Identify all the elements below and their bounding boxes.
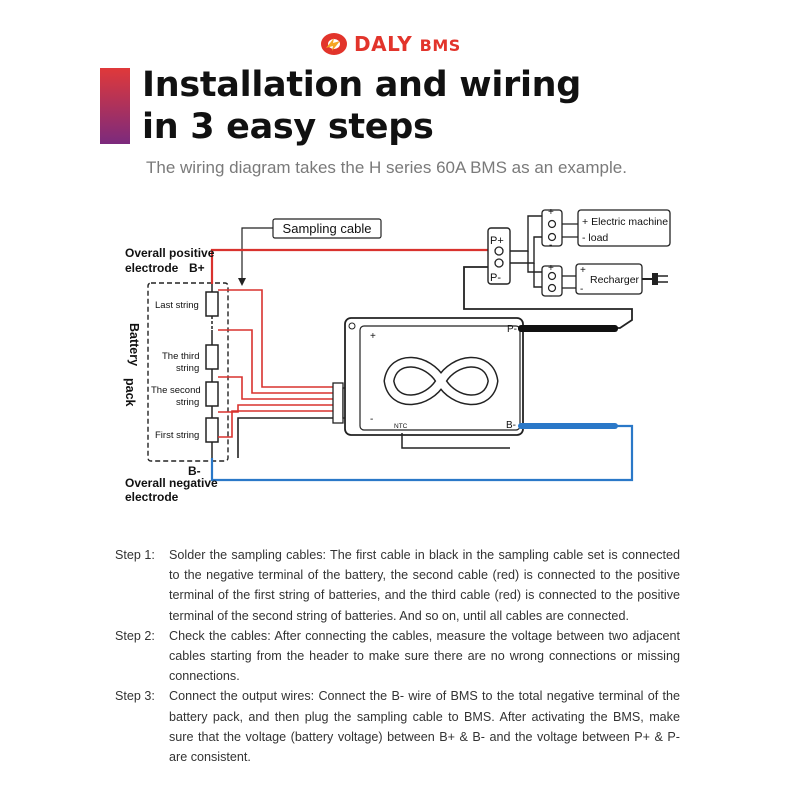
wiring-diagram: Sampling cable + - xyxy=(123,207,671,504)
brand-name: DALY BMS xyxy=(354,32,461,56)
daly-logo-icon xyxy=(321,33,347,55)
svg-text:P-: P- xyxy=(507,324,517,335)
load-terminal: + - + Electric machine - load xyxy=(541,207,671,251)
load-label: + Electric machine xyxy=(582,216,668,228)
positive-wire xyxy=(210,248,490,284)
positive-electrode-label: Overall positive xyxy=(125,246,215,260)
svg-text:The third: The third xyxy=(162,351,200,362)
svg-text:NTC: NTC xyxy=(394,423,408,430)
negative-electrode-label: Overall negative xyxy=(125,476,218,490)
b-plus-label: B+ xyxy=(189,261,205,275)
page-subtitle: The wiring diagram takes the H series 60… xyxy=(146,158,627,177)
svg-text:electrode: electrode xyxy=(125,261,179,275)
svg-text:P+: P+ xyxy=(490,235,504,247)
svg-text:+: + xyxy=(548,263,554,274)
recharger-label: Recharger xyxy=(590,274,640,286)
svg-text:pack: pack xyxy=(123,378,137,407)
svg-text:B-: B- xyxy=(506,420,516,431)
svg-text:-: - xyxy=(549,291,552,302)
battery-last-string xyxy=(205,284,219,330)
bms-board: + - P- B- NTC xyxy=(344,317,524,449)
brand-logo: DALY BMS xyxy=(320,28,461,60)
sampling-arrow-icon xyxy=(238,278,246,286)
battery-second-string xyxy=(205,381,219,418)
svg-text:-: - xyxy=(370,414,373,425)
step-3: Step 3: Connect the output wires: Connec… xyxy=(115,689,680,765)
svg-text:P-: P- xyxy=(490,272,501,284)
svg-text:- load: - load xyxy=(582,232,608,244)
p-terminal-block: P+ P- xyxy=(487,227,511,285)
step-2: Step 2: Check the cables: After connecti… xyxy=(115,628,680,684)
p-minus-wire xyxy=(463,266,633,329)
svg-text:electrode: electrode xyxy=(125,490,179,504)
battery-first-string xyxy=(205,417,219,458)
battery-pack-frame xyxy=(147,282,229,462)
first-string-label: First string xyxy=(155,430,199,441)
sampling-cable-label: Sampling cable xyxy=(283,221,372,236)
svg-text:-: - xyxy=(549,240,552,251)
svg-text:-: - xyxy=(580,284,583,295)
power-plug-icon xyxy=(652,273,658,285)
svg-text:+: + xyxy=(370,331,376,342)
b-minus-label: B- xyxy=(188,464,201,478)
step-1: Step 1: Solder the sampling cables: The … xyxy=(115,548,680,623)
battery-pack-label: Battery xyxy=(127,323,141,366)
last-string-label: Last string xyxy=(155,300,199,311)
battery-third-string xyxy=(205,330,219,382)
svg-text:+: + xyxy=(580,265,586,276)
svg-text:The second: The second xyxy=(151,385,201,396)
svg-text:string: string xyxy=(176,397,199,408)
page-title: Installation and wiring in 3 easy steps xyxy=(142,65,582,147)
title-accent-bar xyxy=(100,68,130,144)
svg-text:+: + xyxy=(548,207,554,218)
sampling-wires xyxy=(218,289,336,438)
steps-list: Step 1: Solder the sampling cables: The … xyxy=(115,545,680,767)
recharger-terminal: + - + Recharger - xyxy=(541,263,668,302)
svg-text:string: string xyxy=(176,363,199,374)
infinity-logo-icon xyxy=(383,356,499,406)
